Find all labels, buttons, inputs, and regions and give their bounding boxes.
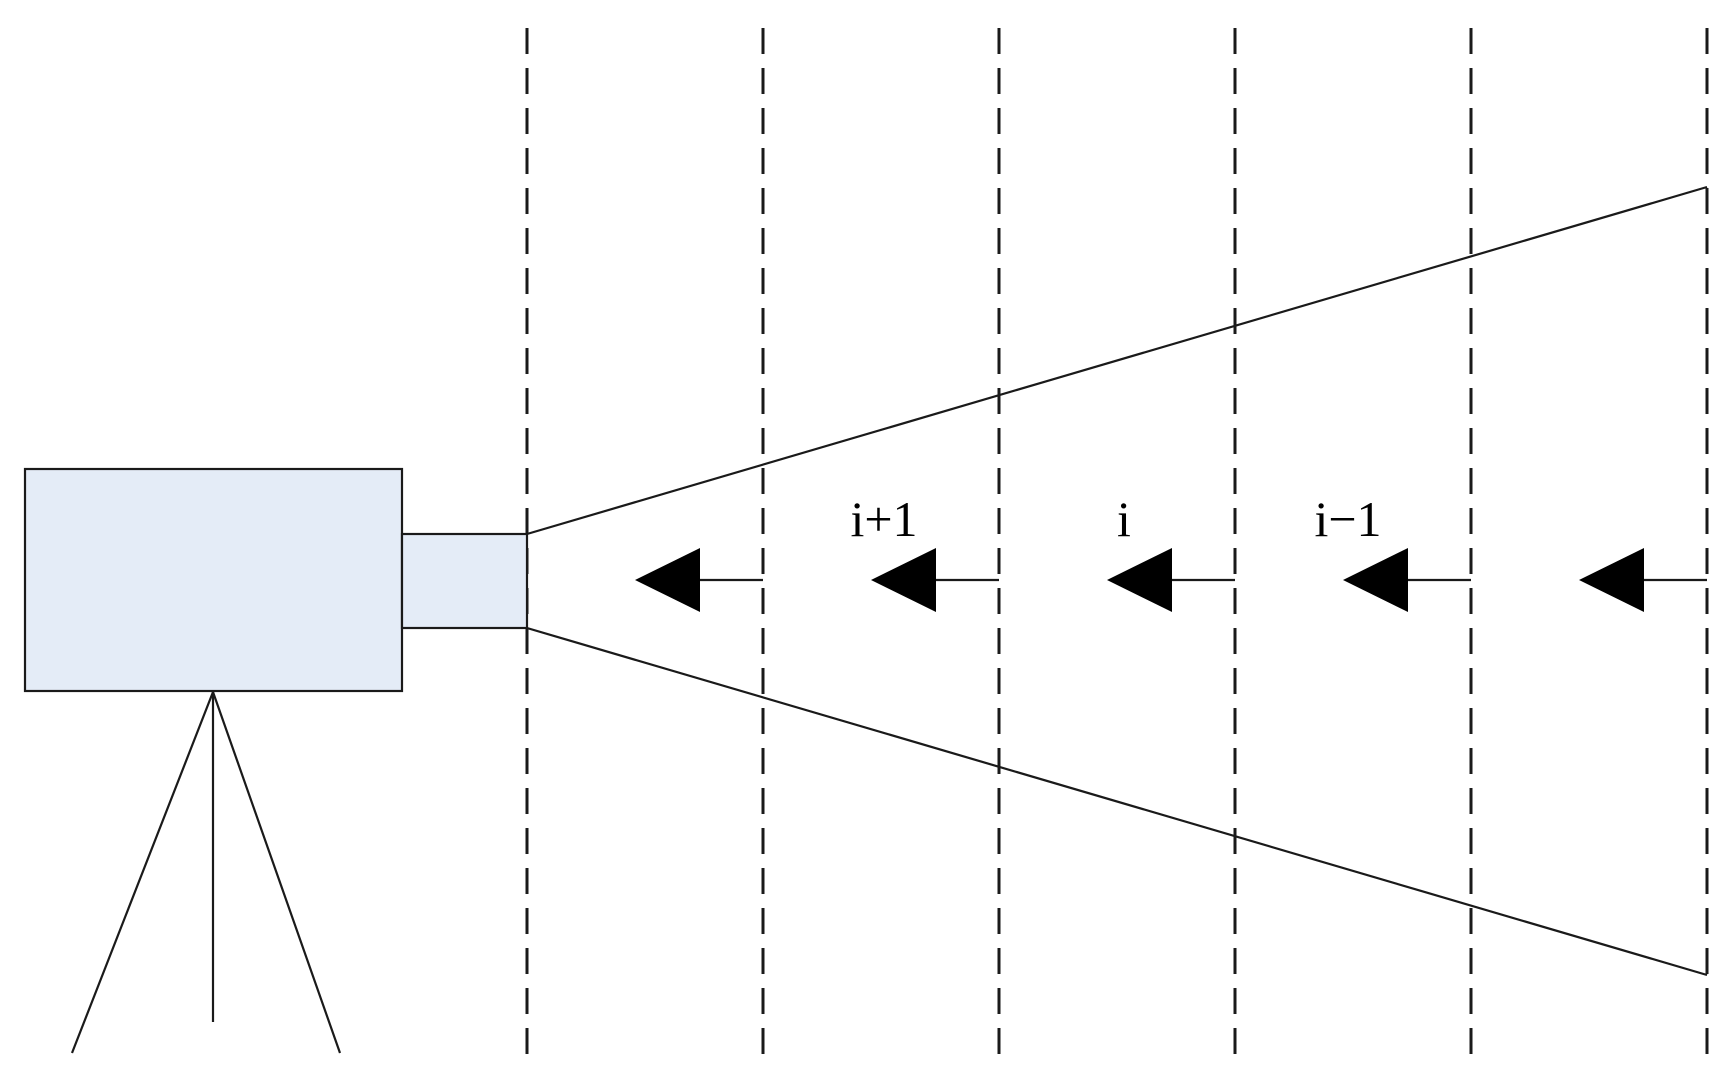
- section-boundaries: [525, 28, 1709, 1055]
- tripod-leg-right: [211, 691, 342, 1054]
- left-arrow-icon: [1343, 548, 1471, 612]
- section-label-previous: i−1: [1314, 491, 1381, 547]
- camera-lens: [400, 532, 529, 630]
- flow-arrows: [635, 548, 1707, 612]
- tripod-leg-left: [70, 691, 215, 1054]
- tripod: [70, 691, 342, 1054]
- left-arrow-icon: [635, 548, 763, 612]
- left-arrow-icon: [1579, 548, 1707, 612]
- field-of-view-upper-edge: [526, 185, 1708, 536]
- field-of-view: [526, 185, 1708, 977]
- camera-body: [23, 467, 404, 693]
- camera-on-tripod-icon: [23, 467, 529, 1054]
- left-arrow-icon: [871, 548, 999, 612]
- section-label-current: i: [1117, 491, 1131, 547]
- section-label-next: i+1: [850, 491, 917, 547]
- left-arrow-icon: [1107, 548, 1235, 612]
- field-of-view-lower-edge: [526, 626, 1708, 977]
